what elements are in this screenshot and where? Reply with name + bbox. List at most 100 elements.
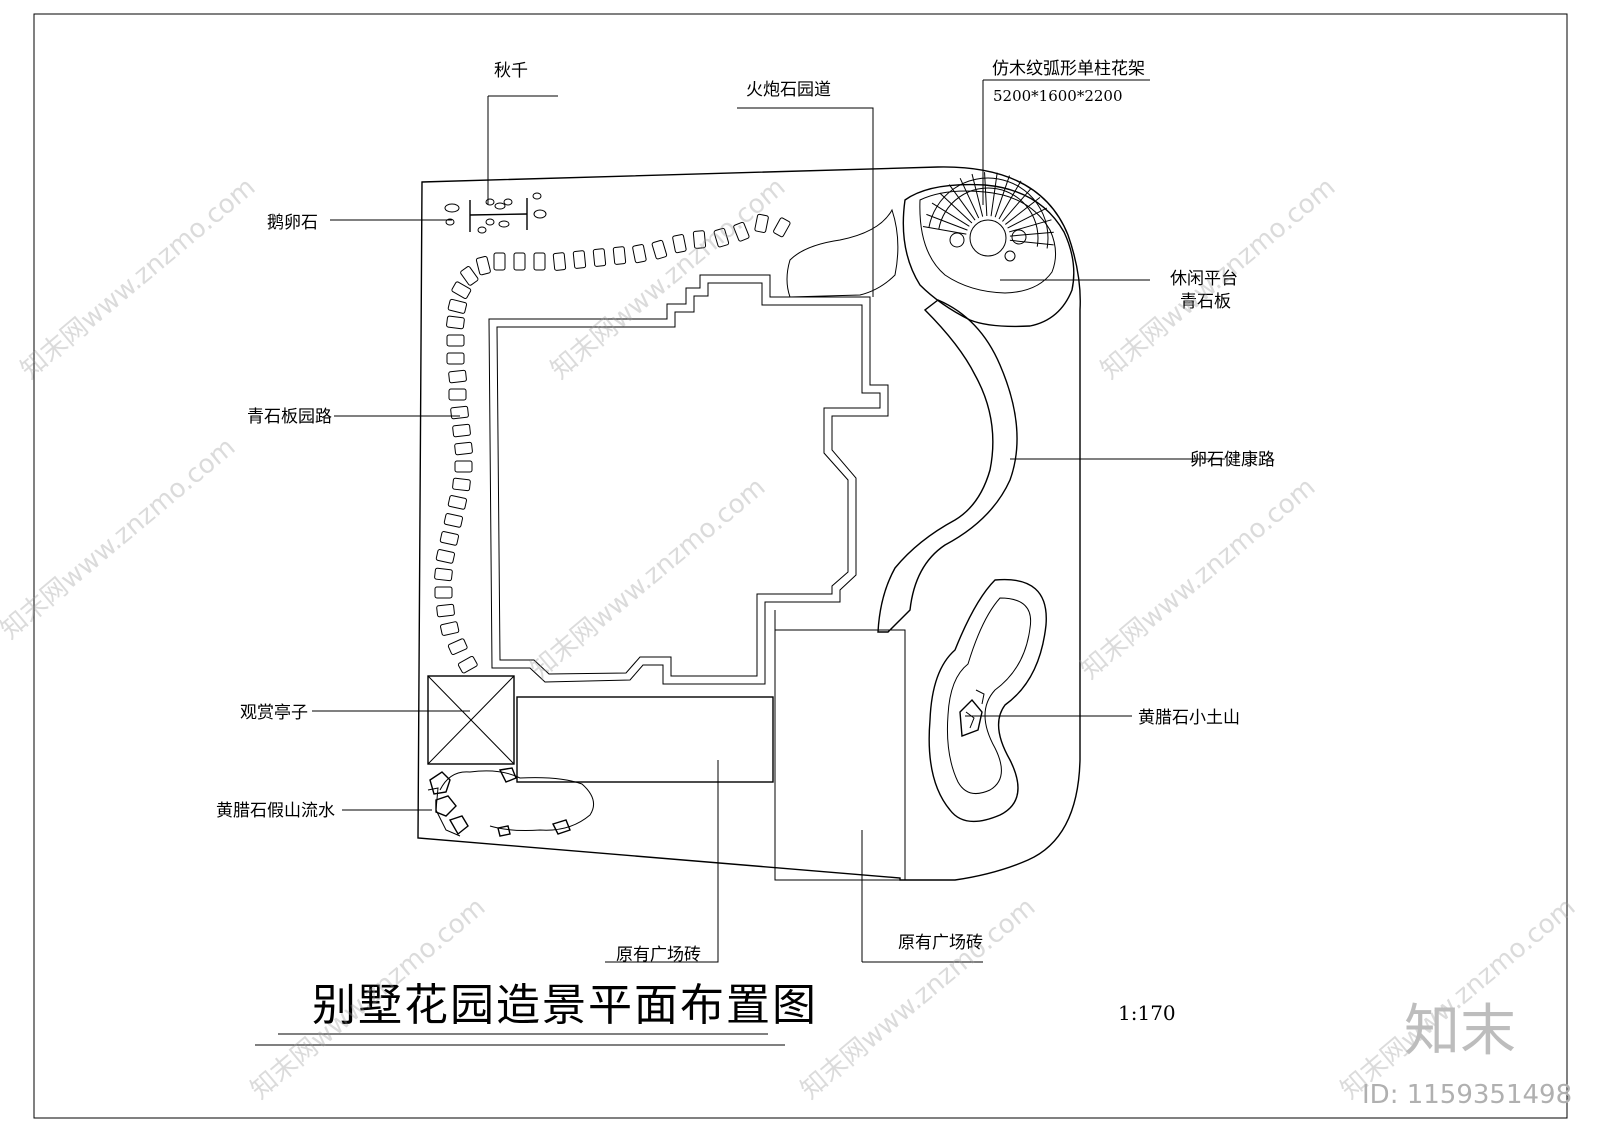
pergola-beam: [939, 192, 973, 224]
stepping-stone: [552, 252, 567, 271]
pergola-beam: [1009, 219, 1052, 233]
stepping-stone: [434, 586, 453, 599]
stepping-stone: [572, 250, 587, 269]
stepping-stone: [448, 369, 467, 384]
stepping-stone: [435, 549, 456, 564]
stepping-stone: [452, 477, 471, 492]
stepping-stone: [450, 405, 469, 420]
stepping-stone: [651, 239, 668, 260]
label-bluestone-path: 青石板园路: [247, 407, 332, 427]
sheet-border: [33, 13, 1568, 1119]
stepping-stone: [446, 315, 465, 330]
label-plaza-brick-2: 原有广场砖: [898, 933, 983, 953]
pergola-beam: [931, 202, 970, 227]
label-pavilion: 观赏亭子: [240, 703, 308, 723]
stepping-stone: [713, 227, 730, 248]
label-swing: 秋千: [494, 61, 528, 81]
label-pergola-size: 5200*1600*2200: [993, 87, 1123, 105]
stepping-stone: [447, 495, 468, 510]
pergola-beam: [1009, 239, 1054, 246]
stepping-stone: [632, 244, 647, 264]
label-cobblestone: 鹅卵石: [267, 213, 318, 233]
platform-seat-1: [949, 232, 965, 248]
watermark-text: 知末网www.znzmo.com: [525, 472, 771, 685]
pond-outer: [928, 578, 1047, 823]
watermark-text: 知末网www.znzmo.com: [1095, 172, 1341, 385]
stepping-stone: [446, 352, 465, 365]
pergola-beam: [1009, 231, 1054, 237]
cannon-stone-path-area: [786, 208, 899, 298]
platform-seat-3: [1004, 250, 1016, 262]
label-rock-hill: 黄腊石小土山: [1138, 708, 1240, 728]
plaza-brick-weave: [516, 696, 774, 783]
pergola-beam: [984, 172, 988, 217]
stepping-stone: [460, 266, 479, 286]
pergola-arc-structure: [922, 172, 1054, 249]
pergola-arc: [928, 177, 1049, 249]
watermark-text: 知末网www.znzmo.com: [15, 172, 261, 385]
leisure-platform: [902, 183, 1075, 328]
stepping-stone: [439, 531, 460, 546]
pergola-beam: [971, 173, 984, 217]
stepping-stone: [672, 234, 687, 254]
label-platform-line1: 休闲平台: [1170, 269, 1238, 289]
pergola-beam: [998, 180, 1022, 220]
pergola-beam: [948, 184, 976, 221]
cobblestone-cluster: [444, 192, 547, 234]
leader-lines: [312, 79, 1225, 963]
drawing-title: 别墅花园造景平面布置图: [312, 980, 818, 1031]
stepping-stone: [454, 460, 473, 473]
stepping-stone: [452, 423, 471, 438]
stepping-stone: [447, 298, 468, 314]
stepping-stone: [443, 513, 464, 528]
stepping-stone: [493, 252, 506, 271]
watermarks: 知末网www.znzmo.com 知末网www.znzmo.com 知末网www…: [0, 172, 1581, 1105]
watermark-text: 知末网www.znzmo.com: [1075, 472, 1321, 685]
stepping-stone: [773, 217, 791, 238]
stepping-stone: [457, 655, 478, 674]
stepping-stone: [451, 281, 472, 299]
stepping-stone: [692, 230, 707, 249]
stepping-stone: [475, 255, 491, 276]
label-pebble-path: 卵石健康路: [1190, 450, 1275, 470]
stepping-stone: [513, 252, 526, 271]
stepping-stone: [440, 621, 460, 636]
label-plaza-brick-1: 原有广场砖: [616, 945, 701, 965]
drawing-scale: 1:170: [1118, 1001, 1176, 1025]
stepping-stone: [447, 638, 468, 655]
watermark-text: 知末网www.znzmo.com: [795, 892, 1041, 1105]
brand-logo: 知末: [1404, 999, 1516, 1064]
stepping-stone: [733, 221, 750, 242]
pergola-beam: [926, 213, 968, 231]
platform-seat-2: [1011, 229, 1027, 245]
pergola-arc: [938, 187, 1039, 247]
label-platform-line2: 青石板: [1180, 292, 1231, 312]
pergola-beam: [959, 177, 980, 219]
pergola-beam: [994, 175, 1010, 218]
stepping-stone: [612, 246, 627, 265]
label-pergola: 仿木纹弧形单柱花架: [992, 59, 1145, 79]
brand-id: ID: 1159351498: [1362, 1080, 1572, 1110]
stepping-stone: [454, 441, 473, 456]
villa-inner-outline: [496, 282, 881, 677]
yellow-wax-rock-hill: [959, 689, 985, 737]
plaza-brick-grid: [774, 629, 906, 881]
stepping-stone: [754, 213, 769, 233]
pergola-center-circle: [969, 219, 1007, 257]
stepping-stone: [446, 334, 465, 347]
stepping-stone: [592, 248, 607, 267]
stepping-stone: [434, 567, 453, 582]
rockery-stream: [427, 767, 595, 837]
platform-clear-area: [919, 190, 1056, 294]
pebble-health-path: [877, 299, 1018, 633]
stepping-stone: [436, 603, 455, 618]
viewing-pavilion: [427, 675, 515, 765]
watermark-text: 知末网www.znzmo.com: [0, 432, 241, 645]
stepping-stone: [533, 252, 546, 271]
villa-outline: [488, 274, 889, 685]
pond-inner: [946, 597, 1032, 795]
watermark-text: 知末网www.znzmo.com: [545, 172, 791, 385]
pergola-beam: [1007, 207, 1048, 229]
swing: [469, 198, 528, 232]
